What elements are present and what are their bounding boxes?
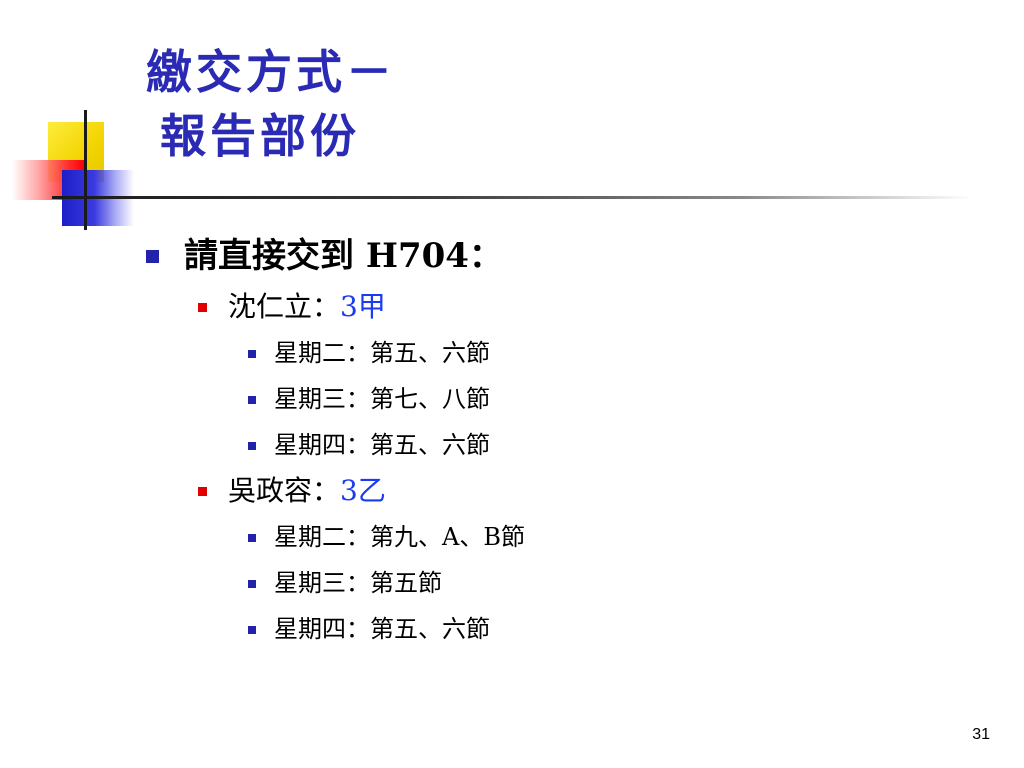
schedule-item: 星期四：第五、六節 [140, 606, 980, 652]
slide-title-line-1: 繳交方式－ [146, 45, 396, 99]
teacher-item-2: 吳政容：3乙 [140, 468, 980, 514]
heading-text: 請直接交到 H704： [184, 236, 503, 276]
class-label: 3甲 [340, 290, 386, 323]
teacher-item-1: 沈仁立：3甲 [140, 284, 980, 330]
schedule-text: 星期三：第五節 [274, 569, 442, 597]
red-square-bullet-icon [198, 303, 207, 312]
bullet-heading: 請直接交到 H704： [140, 228, 980, 284]
logo-vertical-line [84, 110, 87, 230]
small-square-bullet-icon [248, 534, 256, 542]
slide-title-line-2: 報告部份 [160, 109, 360, 163]
schedule-text: 星期三：第七、八節 [274, 385, 490, 413]
slide-title: 繳交方式－ 報告部份 [146, 40, 396, 168]
page-number: 31 [972, 726, 990, 743]
schedule-item: 星期四：第五、六節 [140, 422, 980, 468]
schedule-item: 星期三：第五節 [140, 560, 980, 606]
small-square-bullet-icon [248, 626, 256, 634]
teacher-name: 吳政容： [228, 474, 341, 507]
schedule-item: 星期三：第七、八節 [140, 376, 980, 422]
red-square-bullet-icon [198, 487, 207, 496]
schedule-text: 星期二：第五、六節 [274, 339, 490, 367]
schedule-item: 星期二：第五、六節 [140, 330, 980, 376]
small-square-bullet-icon [248, 580, 256, 588]
title-divider-line [52, 196, 972, 199]
small-square-bullet-icon [248, 350, 256, 358]
schedule-text: 星期二：第九、A、B節 [274, 523, 525, 551]
schedule-text: 星期四：第五、六節 [274, 431, 490, 459]
slide-content: 請直接交到 H704： 沈仁立：3甲 星期二：第五、六節 星期三：第七、八節 星… [140, 228, 980, 652]
schedule-text: 星期四：第五、六節 [274, 615, 490, 643]
small-square-bullet-icon [248, 396, 256, 404]
small-square-bullet-icon [248, 442, 256, 450]
square-bullet-icon [146, 250, 159, 263]
teacher-name: 沈仁立： [228, 290, 341, 323]
class-label: 3乙 [340, 474, 386, 507]
schedule-item: 星期二：第九、A、B節 [140, 514, 980, 560]
